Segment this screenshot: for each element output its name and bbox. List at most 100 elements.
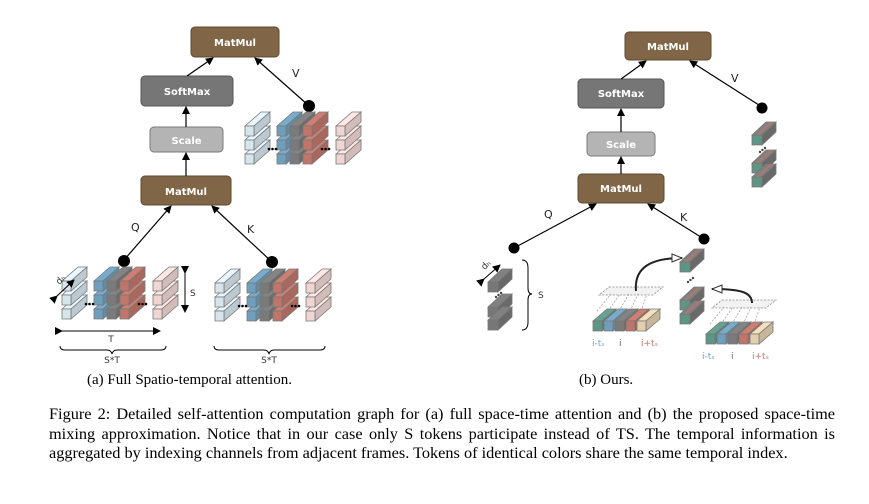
cuboid-front	[246, 282, 257, 294]
cuboid-front	[272, 296, 283, 308]
cuboid-front	[244, 153, 255, 165]
cuboid-front	[246, 296, 257, 308]
ellipsis-dot	[137, 302, 141, 306]
k-input-dot	[266, 256, 278, 268]
ellipsis-dot	[294, 304, 297, 308]
st-brace-q	[59, 345, 167, 355]
label-q: Q	[131, 221, 140, 234]
edge-q	[123, 205, 172, 261]
t-label: T	[107, 335, 114, 345]
ellipsis-dot	[494, 295, 498, 299]
ellipsis-dot	[244, 304, 248, 308]
label-v-b: V	[731, 72, 739, 85]
cuboid-front	[625, 320, 636, 332]
matmul-top-node-b: MatMul	[624, 31, 712, 61]
cuboid-front	[259, 296, 270, 308]
q-token-stack	[60, 266, 180, 320]
edge-softmax-matmul-b	[620, 60, 647, 80]
token-cuboid	[301, 139, 330, 165]
ellipsis-dot	[144, 302, 148, 306]
ellipsis-dot	[691, 276, 695, 280]
svg-text:MatMul: MatMul	[214, 38, 256, 49]
cuboid-front	[214, 282, 225, 294]
index-left-current: i	[619, 339, 622, 349]
mixing-plane	[597, 286, 665, 296]
mixed-channel-stripe	[684, 249, 701, 262]
cuboid-front	[272, 282, 283, 294]
index-right-future: i+tₛ	[752, 352, 769, 362]
ellipsis-dot	[271, 147, 274, 151]
cuboid-front	[305, 282, 316, 294]
cuboid-front	[119, 308, 130, 320]
cuboid-front	[276, 153, 287, 165]
matmul-bottom-node-b: MatMul	[577, 173, 665, 204]
token-cuboid	[635, 308, 662, 332]
projection-line	[640, 293, 648, 312]
k-token-stack-b	[678, 248, 706, 325]
projection-line	[720, 306, 734, 325]
cuboid-front	[302, 153, 313, 165]
ellipsis-dot	[758, 150, 762, 154]
projection-line	[731, 306, 743, 325]
q-token-stack-b	[486, 268, 514, 331]
teal-channel-face	[752, 163, 762, 173]
token-cuboid	[151, 266, 180, 292]
cuboid-front	[289, 153, 300, 165]
ellipsis-dot	[761, 148, 764, 152]
subcaption-b: (b) Ours.	[579, 372, 634, 388]
token-cuboid	[243, 111, 272, 137]
edge-softmax-matmul	[186, 57, 214, 77]
panel-b: MatMul SoftMax Scale MatMul V Q K	[476, 31, 778, 362]
cuboid-front	[335, 153, 346, 165]
cuboid-front	[276, 125, 287, 137]
s-label: S	[190, 289, 196, 299]
cuboid-front	[335, 125, 346, 137]
edge-q-b	[513, 203, 597, 249]
index-right-past: i-tₛ	[702, 352, 715, 362]
token-cuboid	[334, 111, 363, 137]
k-input-dot-b	[698, 233, 710, 245]
depth-arrow-b	[476, 264, 501, 287]
temporal-mix-group-left	[591, 286, 665, 332]
edge-k	[211, 205, 273, 263]
projection-line	[742, 306, 752, 325]
teal-channel-face	[752, 135, 762, 145]
cuboid-front	[214, 296, 225, 308]
svg-text:SoftMax: SoftMax	[598, 89, 645, 100]
teal-channel-face	[680, 262, 690, 272]
v-input-dot-b	[756, 102, 768, 114]
svg-text:Scale: Scale	[171, 136, 201, 147]
cuboid-front	[61, 294, 72, 306]
cuboid-front	[152, 294, 163, 306]
cuboid-front	[305, 310, 316, 322]
svg-text:MatMul: MatMul	[165, 187, 207, 198]
ellipsis-dot	[88, 302, 91, 306]
cuboid-front	[727, 333, 738, 345]
ellipsis-dot	[327, 147, 331, 151]
st-label-k: S*T	[261, 356, 277, 366]
mixed-channel-stripe	[684, 287, 701, 300]
svg-text:MatMul: MatMul	[600, 184, 642, 195]
mixing-plane	[710, 299, 778, 309]
cuboid-front	[93, 280, 104, 292]
cuboid-front	[749, 333, 760, 345]
cuboid-front	[302, 139, 313, 151]
v-token-stack	[243, 111, 363, 165]
ellipsis-dot	[763, 146, 767, 150]
cuboid-front	[276, 139, 287, 151]
ellipsis-dot	[290, 304, 294, 308]
cuboid-front	[335, 139, 346, 151]
label-k: K	[247, 223, 255, 236]
cuboid-front	[61, 308, 72, 320]
cuboid-front	[106, 280, 117, 292]
projection-line	[753, 306, 761, 325]
projection-line	[618, 293, 630, 312]
teal-channel-face	[680, 314, 690, 324]
ellipsis-dot	[297, 304, 301, 308]
ellipsis-dot	[497, 293, 500, 297]
depth-arrow	[49, 279, 75, 304]
scale-node-b: Scale	[586, 131, 656, 157]
cuboid-front	[259, 310, 270, 322]
edge-v	[254, 57, 309, 106]
cuboid-front	[716, 333, 727, 345]
